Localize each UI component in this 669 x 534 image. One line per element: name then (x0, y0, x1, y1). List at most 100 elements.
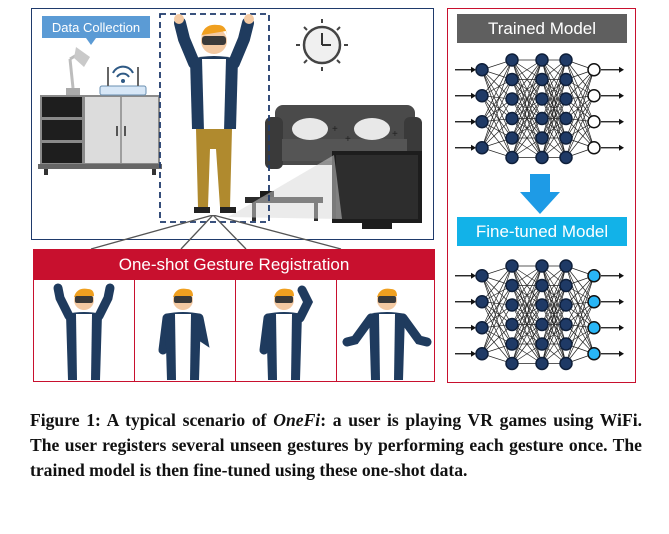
hidden-node (535, 131, 549, 145)
network-edge (565, 69, 595, 119)
gesture-panel-1 (34, 280, 135, 381)
hidden-node (535, 72, 549, 87)
network-edge (541, 118, 567, 158)
network-edge (565, 95, 595, 139)
network-edge (565, 79, 595, 122)
scene-panel: Data Collection (31, 8, 434, 240)
svg-text:+: + (392, 129, 398, 140)
network-edge (481, 69, 513, 100)
network-edge (511, 59, 543, 139)
input-arrowhead (471, 118, 476, 125)
svg-text:+: + (332, 124, 338, 135)
input-arrowhead (471, 350, 476, 357)
network-edge (481, 59, 513, 96)
gesture-panel-4 (337, 280, 437, 381)
hidden-node (475, 141, 489, 155)
network-edge (481, 285, 513, 328)
input-arrowhead (471, 66, 476, 73)
hidden-node (475, 295, 489, 309)
network-edge (481, 118, 513, 149)
hidden-node (505, 131, 519, 145)
hidden-node (535, 53, 549, 67)
network-edge (511, 265, 543, 345)
network-edge (481, 285, 513, 354)
network-edge (511, 285, 543, 364)
output-arrowhead (619, 298, 624, 305)
network-edge (541, 265, 567, 306)
output-arrowhead (619, 272, 624, 279)
hidden-node (559, 131, 573, 145)
network-edge (481, 301, 513, 345)
vr-user-figure (174, 14, 254, 213)
hidden-node (535, 356, 549, 371)
network-edge (565, 301, 595, 364)
trained-network (455, 53, 624, 165)
network-edge (541, 79, 567, 158)
figure-caption: Figure 1: A typical scenario of OneFi: a… (30, 408, 642, 483)
hidden-node (559, 150, 573, 165)
trained-model-header: Trained Model (457, 14, 627, 43)
input-arrowhead (471, 144, 476, 151)
network-edge (511, 59, 543, 100)
hidden-node (505, 298, 519, 312)
hidden-node (535, 298, 549, 312)
wifi-router (99, 65, 147, 96)
network-edge (541, 59, 567, 119)
hidden-node (559, 337, 573, 351)
gesture-figure-arms-up (53, 283, 115, 380)
network-edge (481, 301, 513, 364)
network-edge (511, 265, 543, 306)
network-edge (511, 59, 543, 119)
network-edge (481, 95, 513, 158)
network-edge (481, 265, 513, 354)
hidden-node (559, 356, 573, 371)
output-arrowhead (619, 92, 624, 99)
hidden-node (535, 111, 549, 126)
network-edge (541, 265, 567, 345)
user-highlight-box (159, 13, 270, 223)
input-arrowhead (471, 298, 476, 305)
network-edge (511, 324, 543, 364)
network-edge (565, 265, 595, 328)
network-edge (481, 265, 513, 302)
network-edge (511, 304, 543, 364)
network-edge (541, 59, 567, 100)
hidden-node (559, 317, 573, 332)
television (228, 151, 422, 229)
hidden-node (505, 150, 519, 165)
hidden-node (559, 298, 573, 312)
hidden-node (559, 278, 573, 293)
hidden-node (475, 321, 489, 335)
finetuned-model-label: Fine-tuned Model (475, 222, 609, 241)
output-arrowhead (619, 118, 624, 125)
caption-prefix: Figure 1: A typical scenario of (30, 410, 274, 430)
network-edge (565, 69, 595, 139)
hidden-node (505, 337, 519, 351)
network-edge (565, 304, 595, 354)
network-edge (481, 121, 513, 158)
hidden-node (535, 259, 549, 273)
network-edge (565, 265, 595, 302)
output-node (587, 63, 601, 77)
hidden-node (505, 317, 519, 332)
network-edge (481, 95, 513, 139)
svg-text:+: + (345, 134, 351, 145)
network-edge (481, 79, 513, 122)
hidden-node (505, 356, 519, 371)
registration-label: One-shot Gesture Registration (118, 255, 350, 274)
network-edge (565, 98, 595, 148)
network-edge (481, 98, 513, 148)
hidden-node (559, 92, 573, 106)
output-node (587, 295, 601, 309)
input-arrowhead (471, 324, 476, 331)
output-arrowhead (619, 324, 624, 331)
network-edge (481, 304, 513, 354)
hidden-node (475, 89, 489, 103)
caption-system-name: OneFi (273, 410, 321, 430)
network-edge (541, 59, 567, 139)
hidden-node (559, 53, 573, 67)
data-collection-callout: Data Collection (42, 16, 150, 45)
gesture-panels (33, 280, 435, 382)
hidden-node (475, 269, 489, 283)
hidden-node (535, 92, 549, 106)
